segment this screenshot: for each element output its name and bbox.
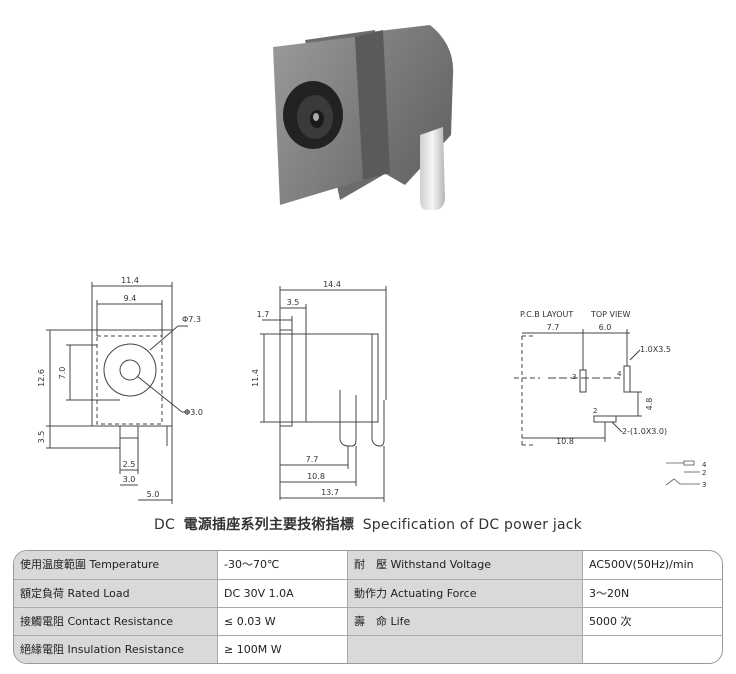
side-pin-2 xyxy=(371,400,385,447)
spec-value: ≥ 100M W xyxy=(217,636,347,663)
dim-pcb-slot2: 2-(1.0X3.0) xyxy=(622,427,667,436)
dim-pcb-d: 10.8 xyxy=(556,437,574,446)
dim-pcb-b: 6.0 xyxy=(599,323,612,332)
dim-front-dia-inner: Φ3.0 xyxy=(184,408,203,417)
spec-label: 額定負荷 Rated Load xyxy=(14,580,217,608)
dim-front-dia-outer: Φ7.3 xyxy=(182,315,201,324)
dim-front-pin-w: 2.5 xyxy=(123,460,136,469)
table-row: 絕緣電阻 Insulation Resistance ≥ 100M W xyxy=(14,635,722,663)
spec-value: -30～70℃ xyxy=(217,551,347,579)
sch-label-2: 2 xyxy=(702,469,706,477)
spec-label-2: 動作力 Actuating Force xyxy=(347,580,582,608)
front-pin xyxy=(119,425,139,439)
side-body xyxy=(291,333,379,423)
dim-side-p3: 13.7 xyxy=(321,488,339,497)
front-outer-circle xyxy=(103,343,157,397)
front-view-drawing xyxy=(46,282,190,504)
table-row: 使用温度範圍 Temperature -30～70℃ 耐 壓 Withstand… xyxy=(14,551,722,579)
side-view-labels: 14.4 3.5 1.7 11.4 7.7 10.8 13.7 xyxy=(251,280,341,497)
front-view-labels: 11.4 9.4 12.6 7.0 3.5 Φ7.3 Φ3.0 2.5 3.0 … xyxy=(37,276,203,499)
table-row: 額定負荷 Rated Load DC 30V 1.0A 動作力 Actuatin… xyxy=(14,579,722,608)
spec-table: 使用温度範圍 Temperature -30～70℃ 耐 壓 Withstand… xyxy=(13,550,723,664)
side-flange xyxy=(279,329,293,427)
dim-side-p2: 10.8 xyxy=(307,472,325,481)
spec-value-2: 3～20N xyxy=(582,580,722,608)
pcb-title: P.C.B LAYOUT xyxy=(520,310,573,319)
side-view-drawing xyxy=(260,286,387,502)
pcb-layout-labels: P.C.B LAYOUT TOP VIEW 7.7 6.0 1.0X3.5 4.… xyxy=(520,310,671,446)
spec-value: ≤ 0.03 W xyxy=(217,608,347,636)
dim-front-pin-gap: 3.0 xyxy=(123,475,136,484)
dim-side-p1: 7.7 xyxy=(306,455,319,464)
dim-front-h-outer: 12.6 xyxy=(37,369,46,387)
pcb-top-view: TOP VIEW xyxy=(590,310,630,319)
caption-en: Specification of DC power jack xyxy=(362,517,582,533)
spec-label-2 xyxy=(347,636,582,663)
spec-value-2 xyxy=(582,636,722,663)
pcb-slot-2 xyxy=(593,415,617,423)
caption-prefix: DC xyxy=(154,517,175,533)
dim-front-pin-len: 3.5 xyxy=(37,431,46,444)
dim-side-len: 14.4 xyxy=(323,280,341,289)
sch-label-3: 3 xyxy=(702,481,706,489)
front-inner-circle xyxy=(119,359,141,381)
technical-drawings: 11.4 9.4 12.6 7.0 3.5 Φ7.3 Φ3.0 2.5 3.0 … xyxy=(37,276,707,504)
product-photo xyxy=(273,25,454,210)
pcb-layout-drawing xyxy=(514,329,642,446)
spec-caption: DC 電源插座系列主要技術指標 Specification of DC powe… xyxy=(0,514,736,534)
pcb-slot-3 xyxy=(579,369,587,393)
side-pin-1 xyxy=(339,390,357,447)
dim-front-pin-off: 5.0 xyxy=(147,490,160,499)
dim-side-b: 1.7 xyxy=(257,310,270,319)
dim-front-w-inner: 9.4 xyxy=(124,294,137,303)
pcb-pin-4: 4 xyxy=(617,370,622,378)
spec-label-2: 壽 命 Life xyxy=(347,608,582,636)
spec-value: DC 30V 1.0A xyxy=(217,580,347,608)
schematic-symbol xyxy=(665,460,700,486)
spec-label-2: 耐 壓 Withstand Voltage xyxy=(347,551,582,579)
dim-side-h: 11.4 xyxy=(251,369,260,387)
schematic-labels: 4 2 3 xyxy=(702,461,707,489)
dim-pcb-slot1: 1.0X3.5 xyxy=(640,345,671,354)
spec-label: 使用温度範圍 Temperature xyxy=(14,551,217,579)
dim-front-w-outer: 11.4 xyxy=(121,276,139,285)
spec-label: 絕緣電阻 Insulation Resistance xyxy=(14,636,217,663)
dim-pcb-a: 7.7 xyxy=(547,323,560,332)
spec-value-2: 5000 次 xyxy=(582,608,722,636)
pcb-slot-4 xyxy=(623,365,631,393)
dim-pcb-c: 4.8 xyxy=(645,398,654,411)
front-inner-dashed xyxy=(96,335,163,425)
dim-front-h-inner: 7.0 xyxy=(58,367,67,380)
spec-value-2: AC500V(50Hz)/min xyxy=(582,551,722,579)
spec-label: 接觸電阻 Contact Resistance xyxy=(14,608,217,636)
pcb-pin-3: 3 xyxy=(572,373,576,381)
dim-side-a: 3.5 xyxy=(287,298,300,307)
table-row: 接觸電阻 Contact Resistance ≤ 0.03 W 壽 命 Lif… xyxy=(14,607,722,636)
caption-zh: 電源插座系列主要技術指標 xyxy=(183,517,355,533)
pcb-pin-2: 2 xyxy=(593,407,597,415)
sch-label-4: 4 xyxy=(702,461,707,469)
